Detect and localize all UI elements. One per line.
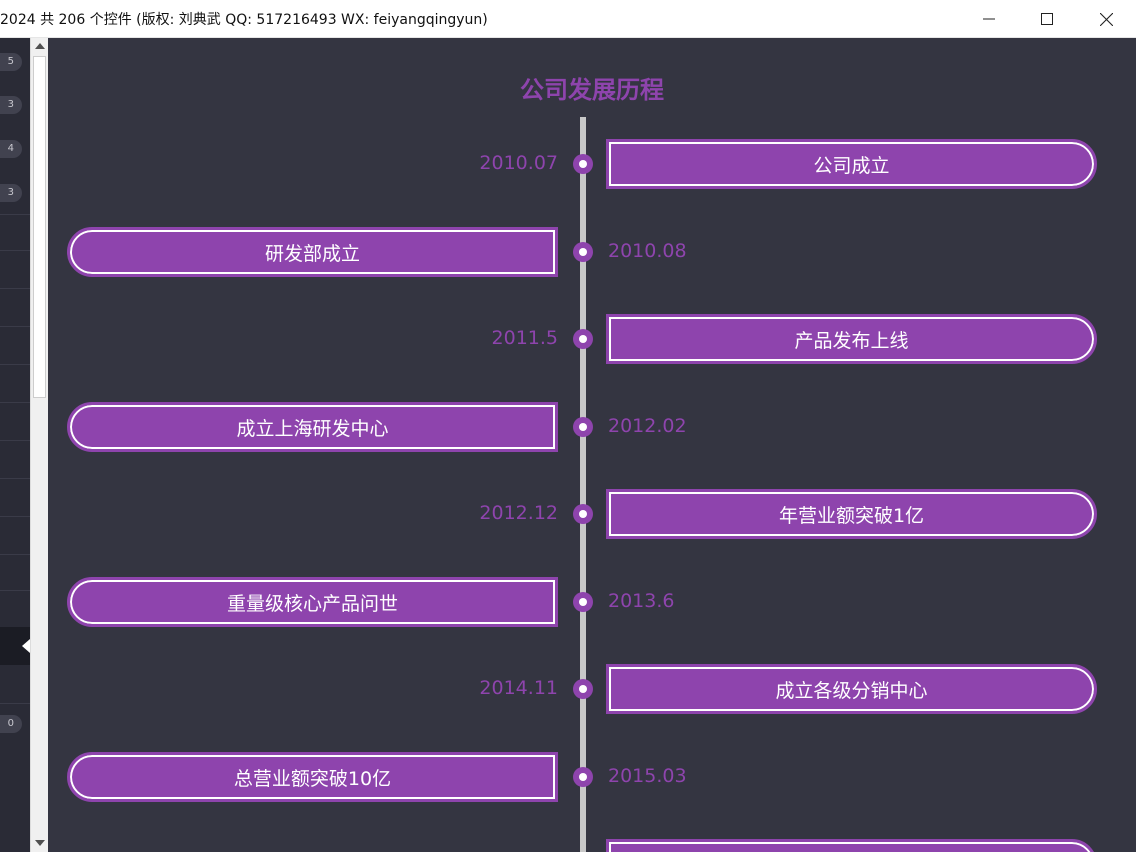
nav-count-badge: 3 bbox=[0, 96, 22, 114]
nav-scrollbar[interactable] bbox=[30, 38, 48, 852]
timeline-panel: 公司发展历程 2010.07 公司成立 研发部成立 2010.08 2011.5… bbox=[48, 38, 1136, 852]
scrollbar-thumb[interactable] bbox=[33, 56, 46, 398]
timeline-dot-icon bbox=[573, 592, 593, 612]
maximize-button[interactable] bbox=[1018, 0, 1076, 38]
nav-divider bbox=[0, 516, 30, 517]
nav-count-badge: 5 bbox=[0, 53, 22, 71]
minimize-button[interactable] bbox=[960, 0, 1018, 38]
event-label: 总营业额突破10亿 bbox=[67, 752, 558, 802]
nav-count-badge: 3 bbox=[0, 184, 22, 202]
nav-divider bbox=[0, 402, 30, 403]
timeline-dot-icon bbox=[573, 767, 593, 787]
event-label-partial bbox=[606, 839, 1097, 852]
event-label: 年营业额突破1亿 bbox=[606, 489, 1097, 539]
window-title: 2024 共 206 个控件 (版权: 刘典武 QQ: 517216493 WX… bbox=[0, 12, 488, 28]
event-label: 研发部成立 bbox=[67, 227, 558, 277]
close-icon bbox=[1099, 12, 1113, 26]
event-label: 重量级核心产品问世 bbox=[67, 577, 558, 627]
maximize-icon bbox=[1041, 13, 1053, 25]
event-date: 2011.5 bbox=[491, 327, 558, 349]
event-date: 2015.03 bbox=[608, 765, 687, 787]
event-date: 2010.08 bbox=[608, 240, 687, 262]
timeline-dot-icon bbox=[573, 329, 593, 349]
nav-divider bbox=[0, 440, 30, 441]
sidebar-nav: 5 3 4 3 0 bbox=[0, 38, 30, 852]
nav-divider bbox=[0, 288, 30, 289]
event-date: 2012.12 bbox=[479, 502, 558, 524]
timeline-axis bbox=[580, 117, 586, 852]
event-label: 成立各级分销中心 bbox=[606, 664, 1097, 714]
timeline-dot-icon bbox=[573, 417, 593, 437]
minimize-icon bbox=[983, 18, 995, 20]
close-button[interactable] bbox=[1077, 0, 1135, 38]
nav-divider bbox=[0, 554, 30, 555]
selected-arrow-icon bbox=[22, 639, 30, 653]
timeline-dot-icon bbox=[573, 242, 593, 262]
timeline-dot-icon bbox=[573, 679, 593, 699]
nav-divider bbox=[0, 214, 30, 215]
nav-divider bbox=[0, 703, 30, 704]
timeline-dot-icon bbox=[573, 154, 593, 174]
event-label: 产品发布上线 bbox=[606, 314, 1097, 364]
timeline-dot-icon bbox=[573, 504, 593, 524]
nav-divider bbox=[0, 478, 30, 479]
nav-divider bbox=[0, 590, 30, 591]
nav-divider bbox=[0, 326, 30, 327]
timeline-title: 公司发展历程 bbox=[520, 76, 664, 104]
nav-count-badge: 4 bbox=[0, 140, 22, 158]
title-bar: 2024 共 206 个控件 (版权: 刘典武 QQ: 517216493 WX… bbox=[0, 0, 1136, 38]
nav-count-badge: 0 bbox=[0, 715, 22, 733]
event-date: 2013.6 bbox=[608, 590, 675, 612]
event-label: 公司成立 bbox=[606, 139, 1097, 189]
nav-divider bbox=[0, 250, 30, 251]
nav-divider bbox=[0, 364, 30, 365]
event-date: 2014.11 bbox=[479, 677, 558, 699]
event-label: 成立上海研发中心 bbox=[67, 402, 558, 452]
event-date: 2012.02 bbox=[608, 415, 687, 437]
scroll-down-icon[interactable] bbox=[35, 840, 45, 846]
event-date: 2010.07 bbox=[479, 152, 558, 174]
scroll-up-icon[interactable] bbox=[35, 43, 45, 49]
